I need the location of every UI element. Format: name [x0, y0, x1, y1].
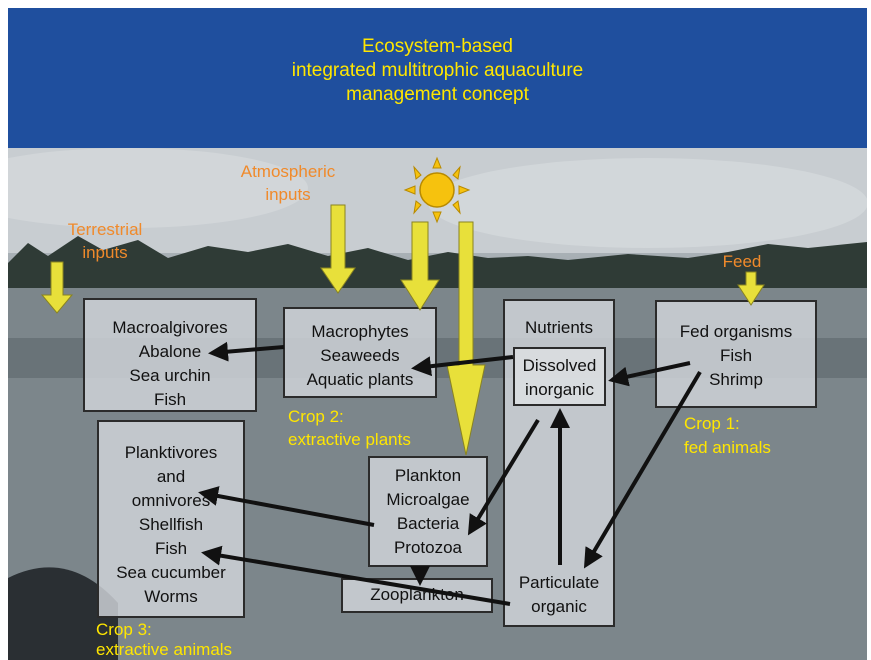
abalone-label: Abalone — [138, 342, 202, 361]
sea-cucumber-label: Sea cucumber — [116, 563, 226, 582]
sunlight-plankton-arrow — [446, 221, 486, 456]
atmospheric-input-arrow — [320, 204, 356, 294]
atmospheric-inputs-label: inputs — [265, 185, 311, 204]
crop3-desc-label: extractive animals — [96, 640, 233, 659]
title-line-1: Ecosystem-based — [361, 36, 513, 57]
dissolved-to-plankton-arrow — [467, 418, 540, 536]
crop2-label: Crop 2: — [288, 407, 344, 426]
sea-urchin-label: Sea urchin — [129, 366, 211, 385]
feed-input-arrow — [737, 271, 765, 306]
planktivore-fish-label: Fish — [154, 539, 188, 558]
and-label: and — [156, 467, 186, 486]
seaweeds-label: Seaweeds — [320, 346, 400, 365]
atmospheric-label: Atmospheric — [240, 162, 336, 181]
fish-label: Fish — [153, 390, 187, 409]
planktivores-box — [97, 420, 245, 618]
plankton-to-planktivores-arrow — [198, 486, 375, 527]
worms-label: Worms — [144, 587, 198, 606]
sunlight-macrophytes-arrow — [400, 221, 440, 311]
inorganic-label: inorganic — [525, 380, 594, 399]
fed-to-particulate-arrow — [583, 370, 702, 569]
terrestrial-inputs-label: inputs — [82, 243, 128, 262]
aquatic-plants-label: Aquatic plants — [306, 370, 414, 389]
title-line-2: integrated multitrophic aquaculture — [291, 60, 584, 81]
crop3-label: Crop 3: — [96, 620, 152, 639]
plankton-label: Plankton — [394, 466, 462, 485]
microalgae-label: Microalgae — [386, 490, 470, 509]
macroalgivores-label: Macroalgivores — [112, 318, 228, 337]
dissolved-inorganic-box — [513, 347, 606, 406]
planktivores-label: Planktivores — [124, 443, 218, 462]
terrestrial-label: Terrestrial — [67, 220, 143, 239]
organic-label: organic — [531, 597, 587, 616]
shellfish-label: Shellfish — [138, 515, 204, 534]
zooplankton-label: Zooplankton — [370, 585, 464, 604]
title-banner: Ecosystem-based integrated multitrophic … — [8, 8, 867, 148]
particulate-label: Particulate — [518, 573, 600, 592]
macrophytes-to-macroalgivores-arrow — [208, 341, 285, 362]
fed-organisms-label: Fed organisms — [679, 322, 793, 341]
shrimp-label: Shrimp — [709, 370, 763, 389]
terrestrial-input-arrow — [40, 261, 74, 314]
bacteria-label: Bacteria — [396, 514, 460, 533]
macrophytes-box — [283, 307, 437, 398]
nutrients-label: Nutrients — [524, 318, 594, 337]
particulate-to-planktivores-arrow — [201, 545, 511, 606]
protozoa-label: Protozoa — [393, 538, 463, 557]
macrophytes-label: Macrophytes — [311, 322, 409, 341]
crop2-desc-label: extractive plants — [288, 430, 411, 449]
title-line-3: management concept — [346, 84, 529, 105]
dissolved-to-macrophytes-arrow — [411, 355, 514, 377]
dissolved-label: Dissolved — [522, 356, 597, 375]
crop1-label: Crop 1: — [684, 414, 740, 433]
crop1-desc-label: fed animals — [684, 438, 771, 457]
fed-fish-label: Fish — [719, 346, 753, 365]
fed-to-dissolved-arrow — [608, 361, 691, 387]
sun-icon — [403, 156, 471, 224]
feed-label: Feed — [722, 252, 762, 271]
fed-organisms-box — [655, 300, 817, 408]
omnivores-label: omnivores — [131, 491, 211, 510]
